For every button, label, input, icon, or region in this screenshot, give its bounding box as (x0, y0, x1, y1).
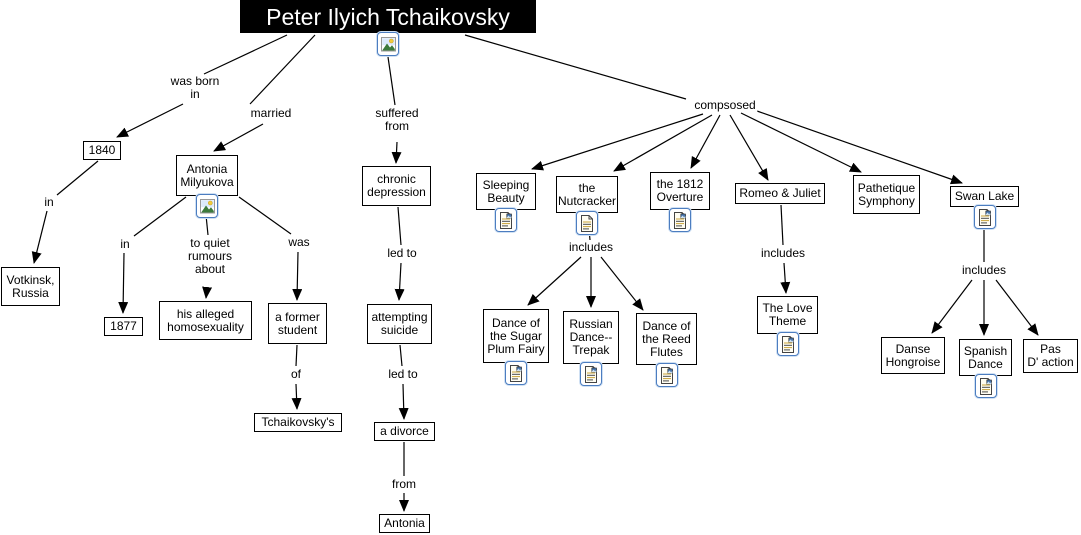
doc-icon[interactable] (576, 211, 598, 235)
connector-line (613, 114, 713, 172)
connector-line (780, 262, 791, 294)
concept-node-year1840[interactable]: 1840 (83, 141, 121, 160)
concept-node-divorce[interactable]: a divorce (374, 422, 435, 441)
connector-line (756, 110, 963, 185)
doc-image-icon[interactable] (974, 374, 997, 398)
concept-node-sugarplum[interactable]: Dance of the Sugar Plum Fairy (483, 309, 549, 363)
link-label-includes3[interactable]: includes (959, 263, 1009, 277)
connector-line (729, 114, 769, 181)
connector-line (249, 34, 316, 105)
doc-image-icon[interactable] (776, 332, 799, 356)
link-label-ledto2[interactable]: led to (386, 367, 420, 381)
concept-node-danse[interactable]: Danse Hongroise (881, 337, 945, 374)
concept-node-suicide[interactable]: attempting suicide (367, 304, 432, 344)
concept-node-year1877[interactable]: 1877 (104, 317, 143, 336)
link-label-includes2[interactable]: includes (758, 246, 808, 260)
connector-line (202, 286, 213, 299)
connector-line (203, 34, 288, 75)
concept-node-antonia[interactable]: Antonia Milyukova (176, 155, 238, 196)
connector-line (291, 383, 302, 410)
connector-line (600, 256, 644, 311)
concept-node-homosexuality[interactable]: his alleged homosexuality (159, 301, 252, 340)
connector-line (387, 56, 396, 106)
concept-node-lovetheme[interactable]: The Love Theme (757, 296, 818, 334)
concept-node-depression[interactable]: chronic depression (362, 166, 431, 206)
link-label-wasborn[interactable]: was born in (168, 74, 222, 101)
connector-line (690, 114, 721, 169)
concept-node-swan[interactable]: Swan Lake (950, 186, 1019, 207)
connector-line (464, 34, 687, 100)
concept-node-overture[interactable]: the 1812 Overture (650, 172, 710, 210)
concept-node-antonia2[interactable]: Antonia (379, 514, 430, 533)
connector-line (213, 123, 264, 152)
link-label-from[interactable]: from (390, 477, 418, 491)
concept-node-pas[interactable]: Pas D' action (1023, 339, 1078, 373)
connector-line (780, 204, 784, 246)
doc-image-icon[interactable] (495, 208, 517, 232)
connector-line (531, 113, 704, 171)
connector-line (398, 383, 409, 420)
link-label-was[interactable]: was (286, 235, 312, 249)
connector-line (292, 251, 303, 301)
doc-image-icon[interactable] (580, 362, 602, 386)
doc-image-icon[interactable] (973, 205, 996, 229)
doc-image-icon[interactable] (505, 361, 527, 385)
concept-node-pathetique[interactable]: Pathetique Symphony (853, 175, 920, 214)
doc-image-icon[interactable] (655, 363, 678, 387)
concept-node-nutcracker[interactable]: the Nutcracker (556, 176, 618, 213)
connector-line (931, 279, 973, 334)
link-label-compsosed[interactable]: compsosed (692, 98, 758, 112)
connector-line (399, 344, 403, 367)
link-label-in1[interactable]: in (42, 195, 56, 209)
connector-line (205, 214, 209, 236)
doc-image-icon[interactable] (669, 208, 691, 232)
connector-line (995, 279, 1039, 336)
connector-line (391, 141, 402, 164)
link-label-suffered[interactable]: suffered from (373, 106, 421, 133)
connector-line (31, 210, 48, 264)
link-label-quiet[interactable]: to quiet rumours about (185, 236, 235, 276)
concept-node-trepak[interactable]: Russian Dance-- Trepak (563, 311, 619, 364)
connector-line (740, 112, 862, 173)
connector-line (527, 256, 582, 306)
link-label-includes1[interactable]: includes (566, 240, 616, 254)
title-node[interactable]: Peter Ilyich Tchaikovsky (240, 0, 536, 33)
concept-node-reedflutes[interactable]: Dance of the Reed Flutes (636, 313, 697, 365)
picture-icon[interactable] (196, 194, 218, 218)
link-label-married[interactable]: married (248, 106, 294, 120)
title-picture-icon[interactable] (377, 32, 399, 56)
connector-line (238, 196, 292, 235)
concept-node-spanish[interactable]: Spanish Dance (959, 339, 1012, 376)
connector-line (56, 160, 99, 196)
connector-line (133, 196, 187, 237)
link-label-ledto1[interactable]: led to (385, 246, 419, 260)
concept-node-votkinsk[interactable]: Votkinsk, Russia (1, 267, 60, 306)
connector-line (295, 344, 298, 367)
link-label-in2[interactable]: in (118, 237, 132, 251)
concept-node-romeo[interactable]: Romeo & Juliet (735, 183, 825, 204)
link-label-of[interactable]: of (288, 367, 304, 381)
concept-node-tchaikovskys[interactable]: Tchaikovsky's (254, 413, 342, 432)
connector-line (397, 206, 402, 246)
concept-node-student[interactable]: a former student (268, 303, 327, 344)
connector-line (118, 252, 129, 314)
concept-node-sleeping[interactable]: Sleeping Beauty (476, 173, 536, 210)
connector-line (394, 262, 405, 301)
connector-line (116, 103, 184, 138)
